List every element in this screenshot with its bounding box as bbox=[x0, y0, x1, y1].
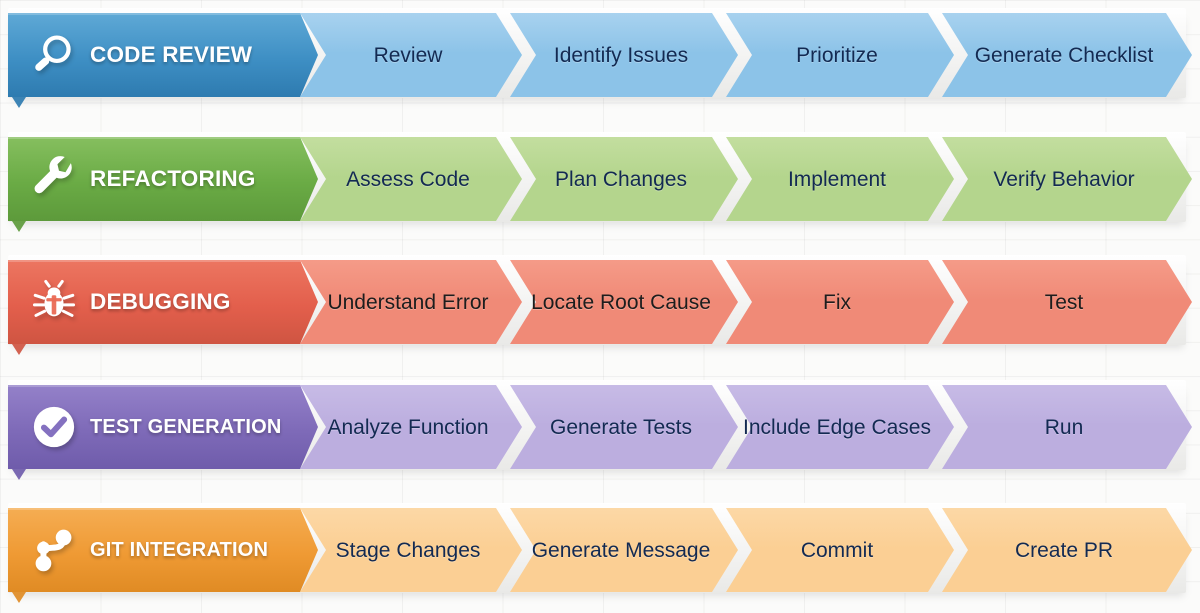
step-label: Identify Issues bbox=[553, 43, 689, 67]
step-chevron[interactable]: Implement bbox=[726, 137, 954, 221]
workflow-header-git-integration[interactable]: GIT INTEGRATION bbox=[8, 508, 318, 603]
step-chevron-group: Understand Error Locate Root Cause Fix Test bbox=[8, 260, 1192, 344]
step-label: Generate Checklist bbox=[974, 43, 1154, 67]
step-chevron-group: Assess Code Plan Changes Implement Verify B… bbox=[8, 137, 1192, 221]
step-chevron[interactable]: Fix bbox=[726, 260, 954, 344]
step-label: Plan Changes bbox=[555, 167, 687, 191]
header-content: TEST GENERATION bbox=[8, 385, 300, 469]
step-chevron[interactable]: Generate Message bbox=[510, 508, 738, 592]
step-label: Prioritize bbox=[796, 43, 878, 67]
workflow-row-test-generation: Analyze Function Generate Tests Include Ed… bbox=[8, 380, 1192, 480]
step-label: Assess Code bbox=[346, 167, 470, 191]
step-chevron[interactable]: Prioritize bbox=[726, 13, 954, 97]
step-chevron[interactable]: Test bbox=[942, 260, 1192, 344]
workflow-row-debugging: Understand Error Locate Root Cause Fix Test… bbox=[8, 255, 1192, 355]
header-content: CODE REVIEW bbox=[8, 13, 300, 97]
step-chevron[interactable]: Commit bbox=[726, 508, 954, 592]
header-content: GIT INTEGRATION bbox=[8, 508, 300, 592]
step-chevron[interactable]: Assess Code bbox=[300, 137, 522, 221]
git-branch-icon bbox=[18, 508, 90, 592]
step-label: Run bbox=[1044, 415, 1084, 439]
workflow-row-body: Analyze Function Generate Tests Include Ed… bbox=[8, 380, 1192, 480]
workflow-header-refactoring[interactable]: REFACTORING bbox=[8, 137, 318, 232]
step-label: Include Edge Cases bbox=[743, 415, 931, 439]
step-chevron[interactable]: Understand Error bbox=[300, 260, 522, 344]
step-label: Analyze Function bbox=[327, 415, 489, 439]
step-label: Generate Message bbox=[531, 538, 711, 562]
step-chevron[interactable]: Generate Checklist bbox=[942, 13, 1192, 97]
step-label: Test bbox=[1044, 290, 1084, 314]
workflow-title: DEBUGGING bbox=[90, 288, 231, 314]
step-chevron[interactable]: Locate Root Cause bbox=[510, 260, 738, 344]
step-chevron[interactable]: Include Edge Cases bbox=[726, 385, 954, 469]
bug-icon bbox=[18, 260, 90, 344]
step-label: Fix bbox=[823, 290, 851, 314]
workflow-title: REFACTORING bbox=[90, 165, 256, 191]
workflow-header-test-generation[interactable]: TEST GENERATION bbox=[8, 385, 318, 480]
step-label: Review bbox=[373, 43, 443, 67]
step-chevron[interactable]: Stage Changes bbox=[300, 508, 522, 592]
step-chevron[interactable]: Verify Behavior bbox=[942, 137, 1192, 221]
check-circle-icon bbox=[18, 385, 90, 469]
header-content: REFACTORING bbox=[8, 137, 300, 221]
wrench-icon bbox=[18, 137, 90, 221]
step-chevron-group: Stage Changes Generate Message Commit Creat… bbox=[8, 508, 1192, 592]
workflow-row-body: Assess Code Plan Changes Implement Verify B… bbox=[8, 132, 1192, 232]
step-chevron[interactable]: Review bbox=[300, 13, 522, 97]
workflow-row-body: Review Identify Issues Prioritize Generate … bbox=[8, 8, 1192, 108]
step-label: Stage Changes bbox=[335, 538, 481, 562]
step-chevron[interactable]: Identify Issues bbox=[510, 13, 738, 97]
workflow-row-git-integration: Stage Changes Generate Message Commit Creat… bbox=[8, 503, 1192, 603]
workflow-row-body: Stage Changes Generate Message Commit Creat… bbox=[8, 503, 1192, 603]
workflow-header-code-review[interactable]: CODE REVIEW bbox=[8, 13, 318, 108]
step-label: Generate Tests bbox=[549, 415, 693, 439]
step-label: Locate Root Cause bbox=[531, 290, 711, 314]
workflow-title: TEST GENERATION bbox=[90, 416, 282, 438]
workflow-row-body: Understand Error Locate Root Cause Fix Test… bbox=[8, 255, 1192, 355]
step-chevron[interactable]: Analyze Function bbox=[300, 385, 522, 469]
step-label: Commit bbox=[800, 538, 874, 562]
workflow-title: GIT INTEGRATION bbox=[90, 539, 269, 561]
workflow-title: CODE REVIEW bbox=[90, 41, 253, 67]
step-chevron[interactable]: Create PR bbox=[942, 508, 1192, 592]
step-chevron[interactable]: Run bbox=[942, 385, 1192, 469]
step-label: Verify Behavior bbox=[993, 167, 1135, 191]
step-label: Understand Error bbox=[327, 290, 489, 314]
step-chevron[interactable]: Generate Tests bbox=[510, 385, 738, 469]
step-label: Implement bbox=[787, 167, 887, 191]
step-label: Create PR bbox=[1014, 538, 1114, 562]
workflow-row-code-review: Review Identify Issues Prioritize Generate … bbox=[8, 8, 1192, 108]
magnifier-icon bbox=[18, 13, 90, 97]
workflow-row-refactoring: Assess Code Plan Changes Implement Verify B… bbox=[8, 132, 1192, 232]
step-chevron-group: Analyze Function Generate Tests Include Ed… bbox=[8, 385, 1192, 469]
header-content: DEBUGGING bbox=[8, 260, 300, 344]
step-chevron[interactable]: Plan Changes bbox=[510, 137, 738, 221]
step-chevron-group: Review Identify Issues Prioritize Generate … bbox=[8, 13, 1192, 97]
workflow-header-debugging[interactable]: DEBUGGING bbox=[8, 260, 318, 355]
